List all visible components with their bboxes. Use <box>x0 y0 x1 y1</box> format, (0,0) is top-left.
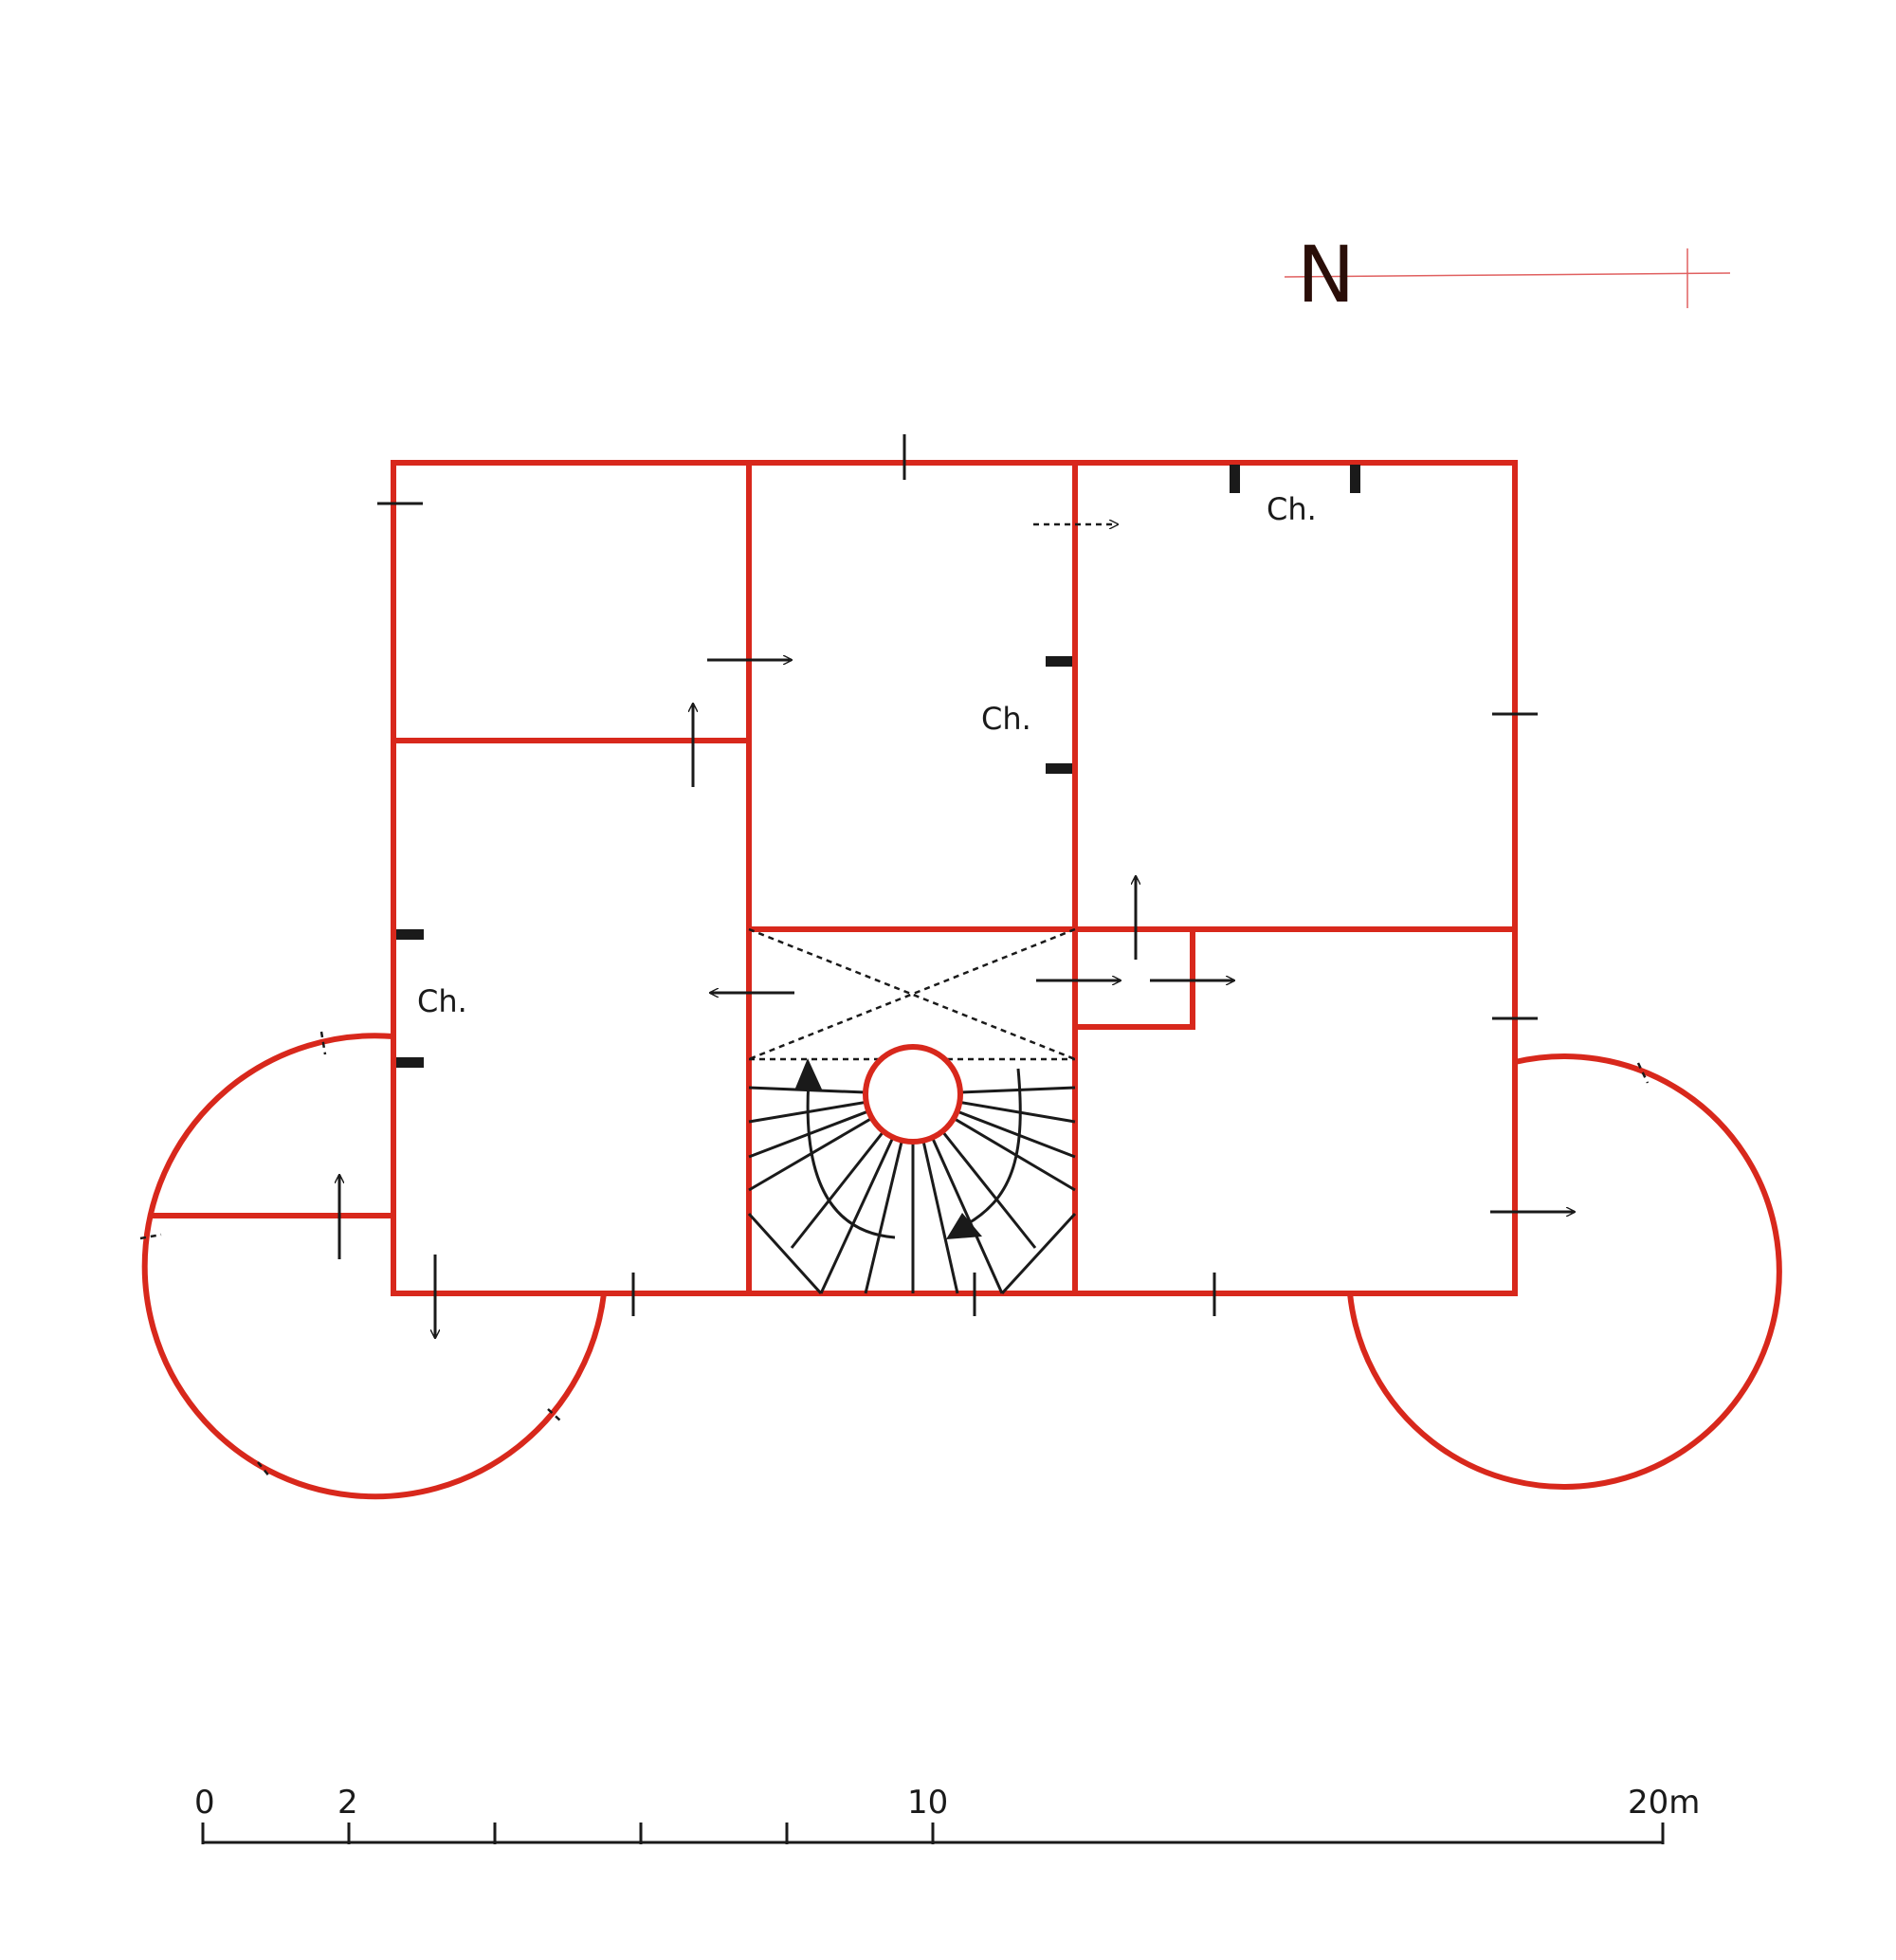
stair-tread <box>959 1100 1076 1124</box>
window-tick <box>319 1031 327 1055</box>
window-ticks <box>139 434 1650 1478</box>
stair-down-arrowhead <box>946 1213 982 1239</box>
scale-label: 0 <box>194 1784 215 1822</box>
walls <box>391 460 1518 1296</box>
stair-tread-edge <box>747 1212 823 1295</box>
room-label: Ch. <box>1267 491 1317 527</box>
north-axis-line <box>1284 272 1731 278</box>
stair-tread <box>940 1130 1037 1249</box>
window-tick <box>257 1461 271 1478</box>
outer-wall <box>391 460 1518 1296</box>
room-label: Ch. <box>981 701 1031 737</box>
north-label: N <box>1297 230 1355 321</box>
stair-void-diagonal-2 <box>748 927 1076 1061</box>
east-tower-wall <box>1347 1053 1782 1490</box>
stair-void-diagonal-1 <box>748 927 1076 1061</box>
window-tick <box>139 1233 162 1240</box>
room-label: Ch. <box>417 983 467 1019</box>
fireplaces <box>396 465 1360 1068</box>
stair-tread <box>790 1130 885 1249</box>
stair-tread <box>864 1140 903 1294</box>
fireplace-jamb <box>396 929 424 940</box>
wall-closet <box>1075 926 1195 1030</box>
circulation-arrows <box>339 524 1575 1338</box>
window-tick <box>1636 1062 1650 1084</box>
scale-label: 2 <box>337 1784 358 1822</box>
scale-label: 10 <box>907 1784 948 1822</box>
fireplace-jamb <box>396 1057 424 1068</box>
stair-path-down <box>966 1068 1022 1226</box>
north-arrow: N <box>1284 230 1731 321</box>
stair-tread <box>957 1109 1076 1159</box>
fireplace-jamb <box>1046 763 1072 774</box>
stair-tread <box>931 1136 1004 1294</box>
fireplace-jamb <box>1230 465 1240 493</box>
stair-tread-edge <box>1000 1212 1077 1295</box>
room-labels: Ch. Ch. Ch. <box>417 491 1317 1019</box>
stair-up-arrowhead <box>794 1058 823 1091</box>
fireplace-jamb <box>1046 656 1072 667</box>
stair-tread <box>921 1140 959 1294</box>
stair-tread <box>953 1117 1076 1192</box>
fireplace-jamb <box>1350 465 1360 493</box>
stair-newel <box>863 1044 963 1145</box>
stair-path-up <box>806 1080 896 1239</box>
west-tower-wall <box>141 1033 607 1500</box>
stair-tread <box>959 1086 1076 1094</box>
scale-label: 20m <box>1628 1784 1700 1822</box>
towers <box>141 1033 1782 1500</box>
scale-bar: 0 2 10 20m <box>194 1784 1700 1844</box>
spiral-staircase <box>747 927 1077 1295</box>
window-tick <box>547 1408 563 1423</box>
stair-tread <box>819 1136 895 1294</box>
